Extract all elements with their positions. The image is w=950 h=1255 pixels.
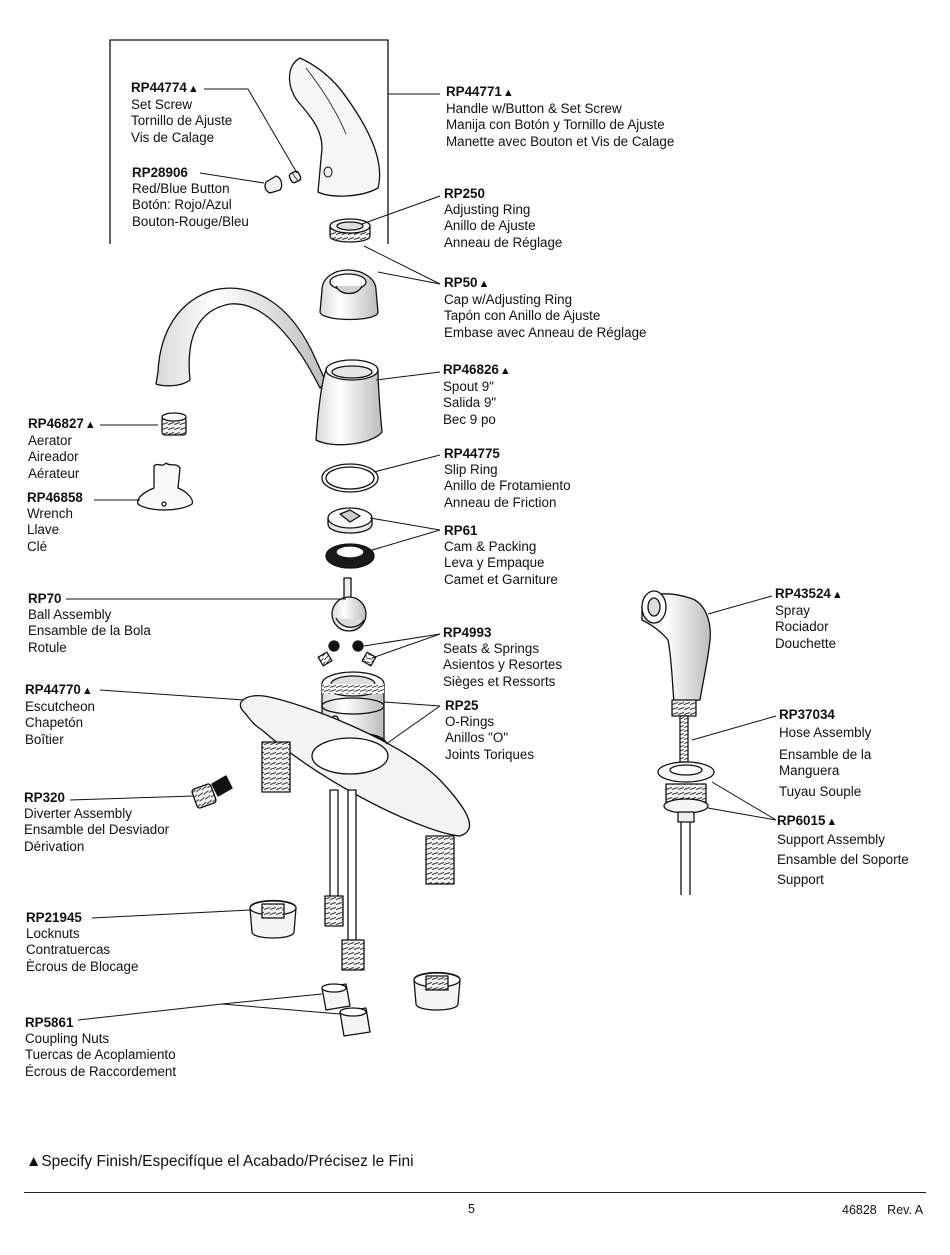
legend-text: Specify Finish/Especifíque el Acabado/Pr… bbox=[41, 1153, 414, 1170]
escutcheon-part bbox=[239, 695, 471, 971]
leader-lines bbox=[66, 88, 777, 1021]
callout-rp46826: RP46826▲ Spout 9"Salida 9"Bec 9 po bbox=[443, 362, 511, 427]
locknut-part-2 bbox=[413, 971, 461, 1011]
specify-finish-marker-icon: ▲ bbox=[826, 816, 838, 828]
specify-finish-marker-icon: ▲ bbox=[84, 419, 96, 431]
coupling-nut-part-2 bbox=[339, 1007, 371, 1037]
packing-part bbox=[325, 543, 375, 569]
cap-part bbox=[319, 269, 379, 321]
spout-part bbox=[155, 287, 383, 446]
specify-finish-marker-icon: ▲ bbox=[478, 278, 490, 290]
document-number: 46828 Rev. A bbox=[842, 1203, 924, 1217]
triangle-marker-icon: ▲ bbox=[26, 1153, 42, 1170]
aerator-part bbox=[161, 412, 187, 436]
set-screw-part bbox=[288, 170, 302, 184]
specify-finish-marker-icon: ▲ bbox=[187, 83, 199, 95]
spray-part bbox=[641, 590, 711, 763]
seats-springs-part bbox=[317, 640, 377, 667]
specify-finish-marker-icon: ▲ bbox=[81, 685, 93, 697]
specify-finish-marker-icon: ▲ bbox=[831, 589, 843, 601]
adjusting-ring-part bbox=[329, 218, 371, 243]
specify-finish-marker-icon: ▲ bbox=[502, 87, 514, 99]
support-assembly-part bbox=[657, 761, 715, 895]
page-number: 5 bbox=[468, 1202, 475, 1216]
red-blue-button-part bbox=[264, 175, 283, 194]
coupling-nut-part bbox=[321, 983, 351, 1011]
handle-part bbox=[288, 57, 381, 197]
callout-rp37034: RP37034 Hose Assembly Ensamble de la Man… bbox=[779, 707, 872, 799]
wrench-part bbox=[137, 462, 194, 511]
handle-inset-frame bbox=[109, 39, 389, 244]
specify-finish-legend: ▲Specify Finish/Especifíque el Acabado/P… bbox=[26, 1153, 414, 1171]
locknut-part bbox=[249, 899, 297, 939]
cam-part bbox=[327, 507, 373, 534]
slip-ring-part bbox=[321, 463, 379, 493]
diverter-part bbox=[191, 775, 233, 809]
specify-finish-marker-icon: ▲ bbox=[499, 365, 511, 377]
ball-assembly-part bbox=[331, 577, 367, 632]
footer-rule bbox=[24, 1192, 926, 1193]
